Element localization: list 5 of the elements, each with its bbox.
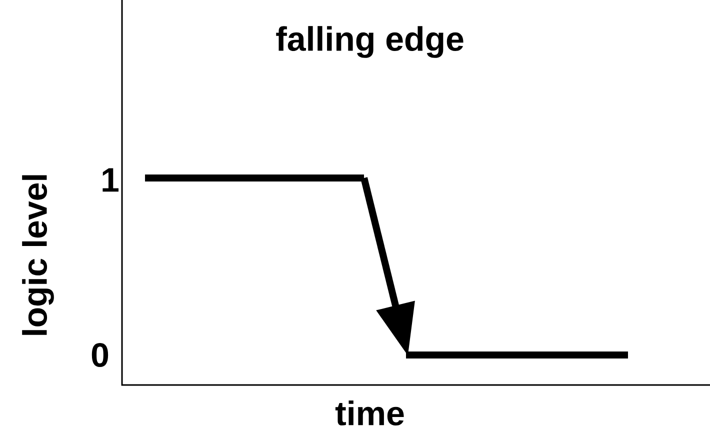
axis-tick-label: 1 <box>102 168 118 192</box>
axis-label: time <box>335 400 404 426</box>
title: falling edge <box>276 26 464 58</box>
axis-label: logic level <box>22 175 54 335</box>
axis-tick-label: 0 <box>92 342 108 368</box>
